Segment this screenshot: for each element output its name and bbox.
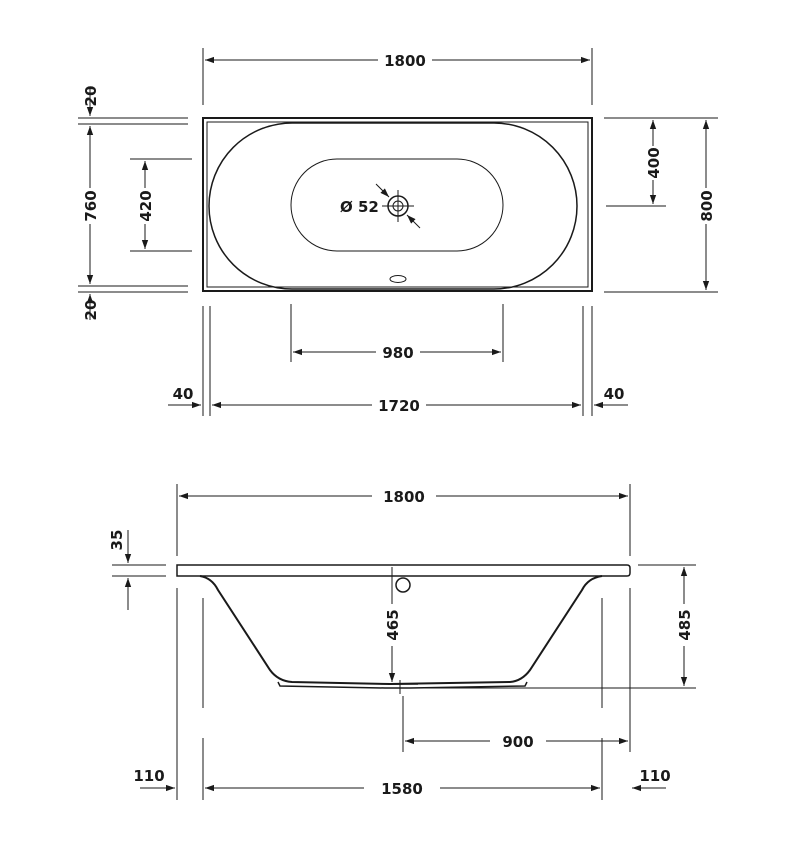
dim-floor-width: 420 xyxy=(137,190,155,221)
dim-rim-right: 40 xyxy=(604,385,625,403)
overflow-side xyxy=(395,577,411,593)
dim-rim-top: 20 xyxy=(82,86,100,107)
dim-inner-width: 760 xyxy=(82,190,100,221)
tub-outline-top xyxy=(202,117,593,292)
dim-offset-left: 110 xyxy=(133,767,164,785)
dim-offset-right: 110 xyxy=(639,767,670,785)
side-view: 1800 35 465 485 900 1580 110 110 xyxy=(108,484,696,800)
tub-basin-top xyxy=(208,122,578,290)
dim-overall-width: 800 xyxy=(698,190,716,221)
tub-floor-top xyxy=(290,158,504,252)
drain-side xyxy=(388,680,418,694)
dim-drain-distance: 900 xyxy=(502,733,533,751)
tub-floor-side xyxy=(277,681,528,689)
dim-overall-length-side: 1800 xyxy=(383,488,425,506)
dim-inner-length: 1720 xyxy=(378,397,420,415)
dim-floor-length: 980 xyxy=(382,344,413,362)
overflow-symbol xyxy=(389,275,407,283)
dim-rim-height: 35 xyxy=(108,530,126,551)
dim-inner-depth: 465 xyxy=(384,609,402,640)
tub-rim-inner xyxy=(206,121,589,288)
tub-rim-side xyxy=(176,564,631,577)
dim-bottom-length: 1580 xyxy=(381,780,423,798)
dim-rim-bottom: 20 xyxy=(82,300,100,321)
top-view: Ø 52 1800 20 760 20 420 400 xyxy=(78,48,718,416)
dim-overall-height: 485 xyxy=(676,609,694,640)
drain-diameter-label: Ø 52 xyxy=(340,198,379,216)
dim-overall-length-top: 1800 xyxy=(384,52,426,70)
drain-symbol xyxy=(375,183,421,229)
dim-drain-offset: 400 xyxy=(645,147,663,178)
dim-rim-left: 40 xyxy=(173,385,194,403)
